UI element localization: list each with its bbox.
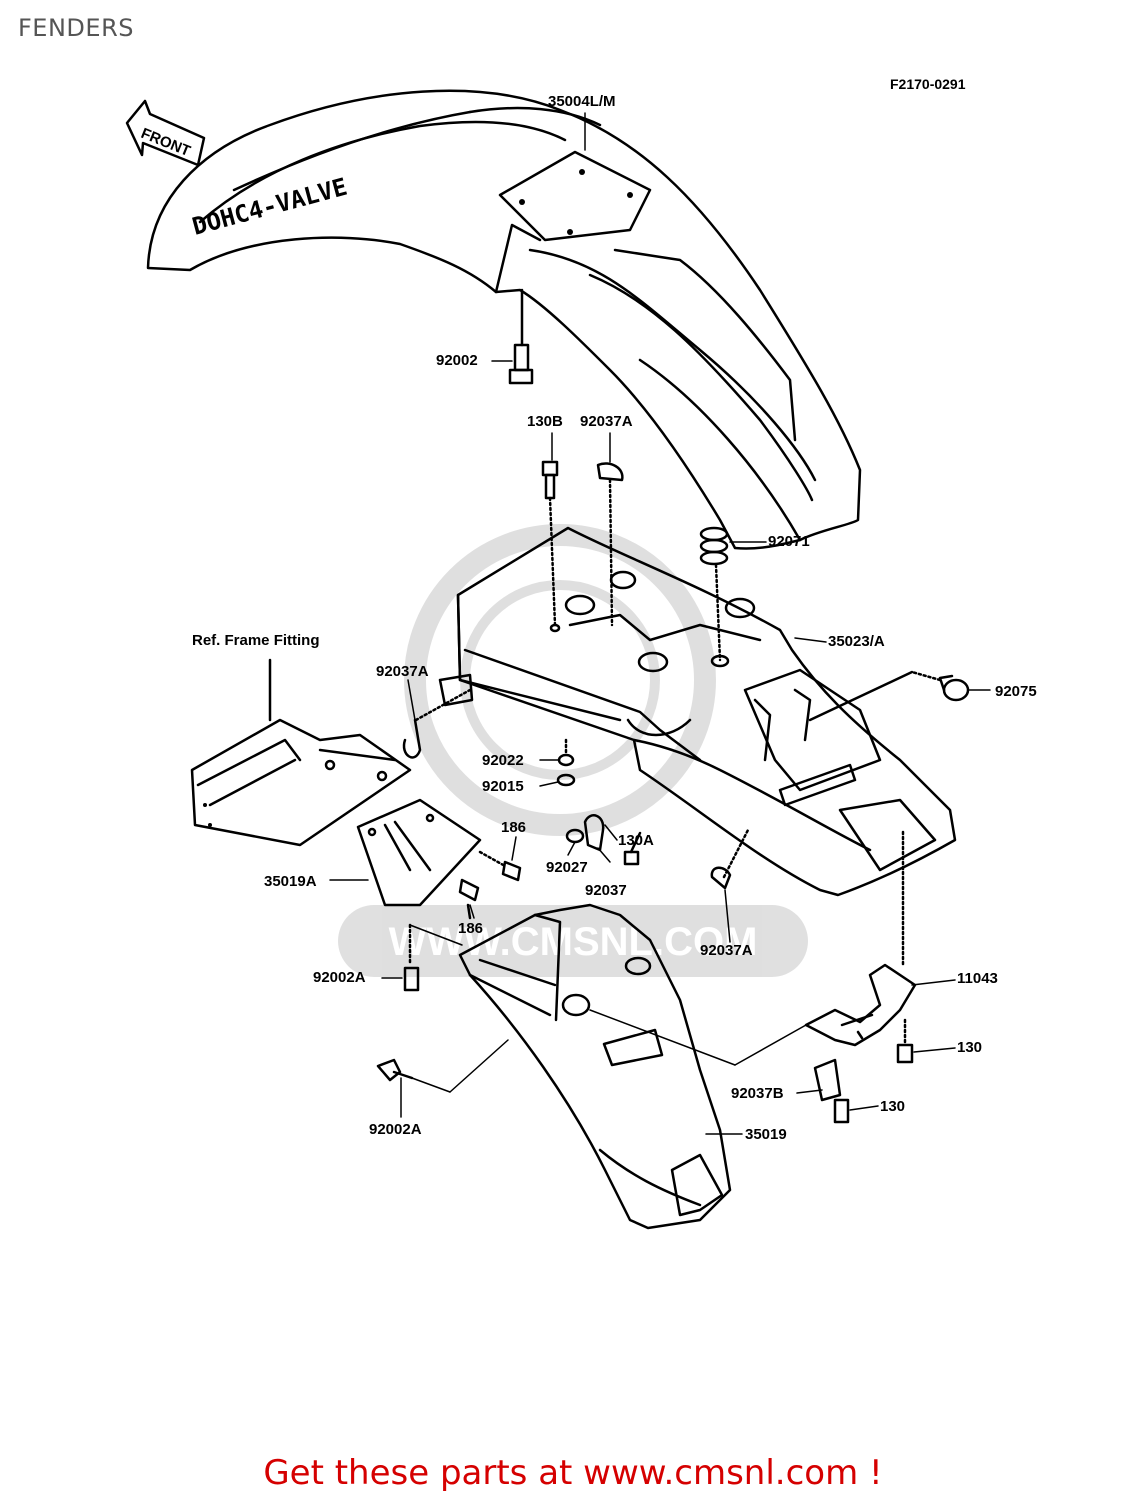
label-collar-92022: 92022 (482, 752, 524, 769)
label-bolt-186-bottom: 186 (458, 920, 484, 937)
bracket-11043-drawing (804, 830, 917, 1047)
clip-92037b-icon (813, 1058, 842, 1102)
rear-fender-front-drawing (438, 526, 957, 897)
label-clip-92037: 92037 (585, 882, 627, 899)
page-title: FENDERS (18, 14, 134, 42)
cmsnl-parts-link[interactable]: Get these parts at www.cmsnl.com ! (263, 1453, 883, 1493)
diagram-code: F2170-0291 (890, 76, 966, 92)
label-rear-fender-front: 35023/A (828, 633, 885, 650)
watermark-text: WWW.CMSNL.COM (389, 920, 758, 964)
label-bracket-35019a: 35019A (264, 873, 317, 890)
label-washer-92015: 92015 (482, 778, 524, 795)
label-cap-92075: 92075 (995, 683, 1037, 700)
bolt-130-right-icon (896, 1018, 914, 1064)
label-bolt-130-bottom: 130 (880, 1098, 906, 1115)
clip-92037a-right-icon (710, 828, 750, 890)
label-rear-fender-rear: 35019 (745, 1126, 787, 1143)
label-clip-92037a-left: 92037A (376, 663, 429, 680)
clip-92037a-left-icon (402, 688, 472, 759)
label-ref-frame-fitting: Ref. Frame Fitting (192, 632, 320, 649)
label-bolt-130b: 130B (527, 413, 563, 430)
bolt-130b-icon (541, 460, 559, 627)
label-bolt-92002: 92002 (436, 352, 478, 369)
parts-diagram: WWW.CMSNL.COM FRONT DOHC4-VALVE (125, 89, 991, 1230)
bolt-92002-icon (508, 288, 534, 385)
label-grommet-92071: 92071 (768, 533, 810, 550)
label-bolt-130-right: 130 (957, 1039, 983, 1056)
front-arrow-icon: FRONT (125, 99, 206, 167)
clip-92037a-top-icon (596, 462, 624, 627)
label-bolt-130a: 130A (618, 832, 654, 849)
bolt-130-bottom-icon (833, 1098, 850, 1124)
front-fender-drawing: DOHC4-VALVE (146, 89, 862, 550)
cap-92075-icon (808, 670, 970, 722)
bracket-35019a-drawing (356, 798, 482, 907)
bolt-92002a-top-icon (403, 923, 420, 992)
frame-fitting-drawing (190, 658, 412, 847)
label-bolt-92002a-top: 92002A (313, 969, 366, 986)
label-bolt-186-top: 186 (501, 819, 527, 836)
rear-fender-rear-drawing (458, 903, 732, 1230)
label-clip-92037a-right: 92037A (700, 942, 753, 959)
bolt-92002a-bottom-icon (376, 1058, 414, 1082)
bolt-130a-icon (623, 831, 642, 866)
bolt-186-top-icon (478, 850, 522, 882)
label-bracket-11043: 11043 (957, 970, 998, 987)
label-bolt-92002a-bottom: 92002A (369, 1121, 422, 1138)
clip-92037-icon (583, 814, 605, 852)
collar-92022-icon (557, 738, 575, 767)
bolt-186-bottom-icon (458, 878, 480, 920)
label-nut-92027: 92027 (546, 859, 588, 876)
watermark: WWW.CMSNL.COM (338, 524, 808, 977)
label-clip-92037a-top: 92037A (580, 413, 633, 430)
washer-92015-icon (556, 773, 576, 787)
label-front-fender: 35004L/M (548, 93, 616, 110)
fender-decal-text: DOHC4-VALVE (189, 173, 350, 241)
grommet-92071-icon (699, 526, 729, 662)
label-clip-92037b: 92037B (731, 1085, 784, 1102)
leader-lines (329, 112, 991, 1135)
